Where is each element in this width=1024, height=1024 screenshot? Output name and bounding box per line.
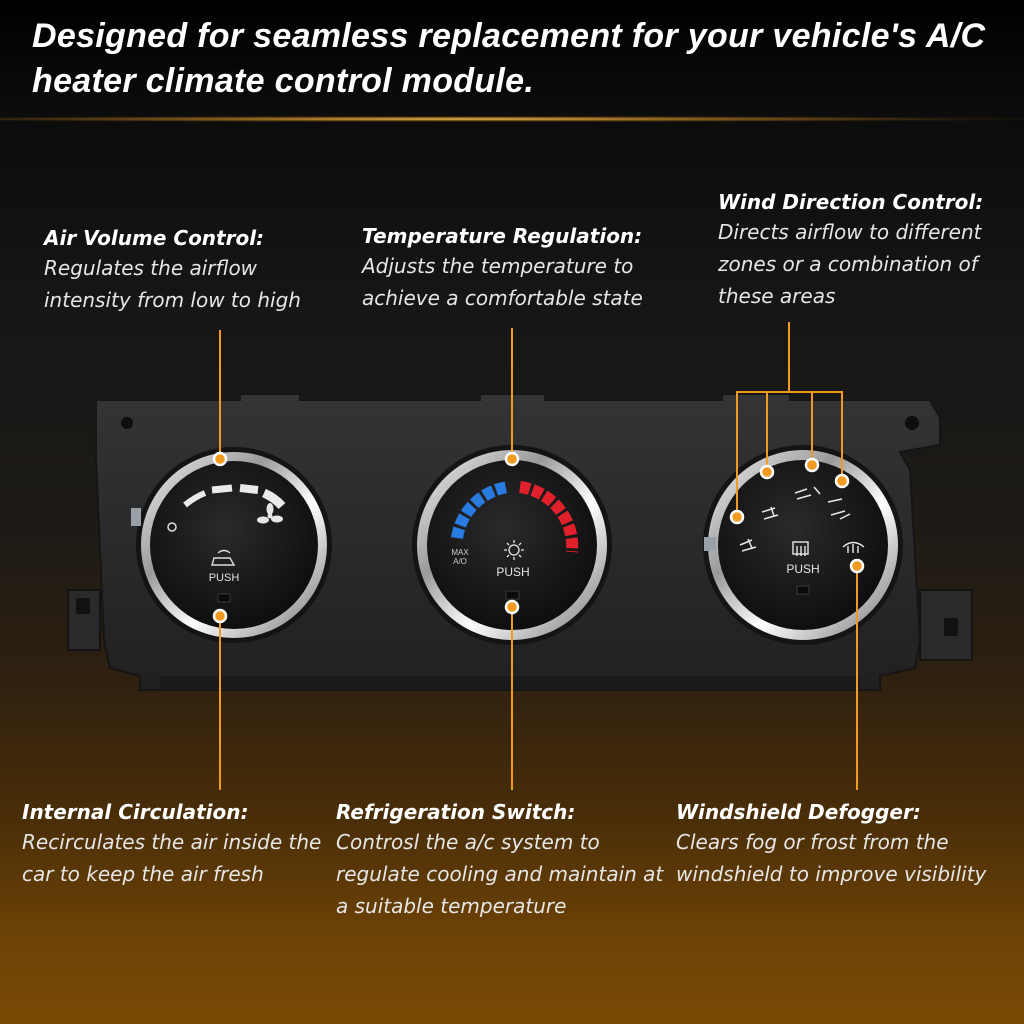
headline: Designed for seamless replacement for yo… (32, 17, 986, 100)
wind-direction-description: Directs airflow to different zones or a … (718, 220, 982, 308)
air-volume-callout: Air Volume Control: Regulates the airflo… (44, 224, 344, 316)
wind-direction-knob[interactable]: PUSH (703, 445, 903, 645)
right-screw-hole (905, 416, 919, 430)
defogger-callout: Windshield Defogger: Clears fog or frost… (676, 798, 1016, 890)
bilevel-vent-icon (761, 506, 779, 520)
callout-dots (212, 451, 865, 624)
left-mount-hole (76, 598, 90, 614)
fan-icon (257, 503, 283, 524)
mix-vent-icon (827, 498, 851, 520)
bottom-connector (160, 676, 860, 690)
temperature-knob[interactable]: MAX A/O PUSH (412, 445, 612, 645)
internal-circulation-description: Recirculates the air inside the car to k… (22, 830, 322, 886)
refrigeration-description: Controsl the a/c system to regulate cool… (336, 830, 664, 918)
air-volume-title: Air Volume Control: (44, 226, 265, 250)
air-volume-knob[interactable]: PUSH (131, 447, 332, 643)
center-indicator-led (505, 590, 520, 600)
left-screw-hole (121, 417, 133, 429)
refrigeration-callout: Refrigeration Switch: Controsl the a/c s… (336, 798, 666, 922)
face-vent-icon (739, 538, 757, 552)
windshield-defrost-icon (842, 541, 865, 553)
right-pointer (704, 537, 716, 551)
left-push-label: PUSH (209, 572, 240, 584)
right-mount-hole (944, 618, 958, 636)
left-pointer (131, 508, 141, 526)
off-icon (167, 522, 177, 532)
center-push-label: PUSH (496, 565, 529, 579)
ac-label: A/O (453, 557, 467, 566)
defogger-title: Windshield Defogger: (676, 800, 921, 824)
internal-circulation-callout: Internal Circulation: Recirculates the a… (22, 798, 322, 890)
refrigeration-title: Refrigeration Switch: (336, 800, 576, 824)
snowflake-sun-icon (504, 540, 524, 560)
recirculation-icon (211, 549, 236, 566)
air-volume-description: Regulates the airflow intensity from low… (44, 256, 301, 312)
max-label: MAX (451, 548, 469, 557)
cold-scale (451, 481, 510, 540)
leader-lines (219, 322, 858, 790)
temperature-title: Temperature Regulation: (362, 224, 643, 248)
floor-vent-icon (794, 486, 821, 500)
hot-scale (519, 481, 579, 553)
right-indicator-led (796, 585, 810, 595)
right-push-label: PUSH (786, 562, 819, 576)
gold-divider (0, 116, 1024, 122)
wind-direction-callout: Wind Direction Control: Directs airflow … (718, 188, 1014, 312)
temperature-callout: Temperature Regulation: Adjusts the temp… (362, 222, 672, 314)
internal-circulation-title: Internal Circulation: (22, 800, 249, 824)
wind-direction-title: Wind Direction Control: (718, 190, 984, 214)
left-indicator-led (217, 593, 231, 603)
defogger-description: Clears fog or frost from the windshield … (676, 830, 987, 886)
temperature-description: Adjusts the temperature to achieve a com… (362, 254, 643, 310)
rear-defrost-icon (792, 541, 809, 556)
